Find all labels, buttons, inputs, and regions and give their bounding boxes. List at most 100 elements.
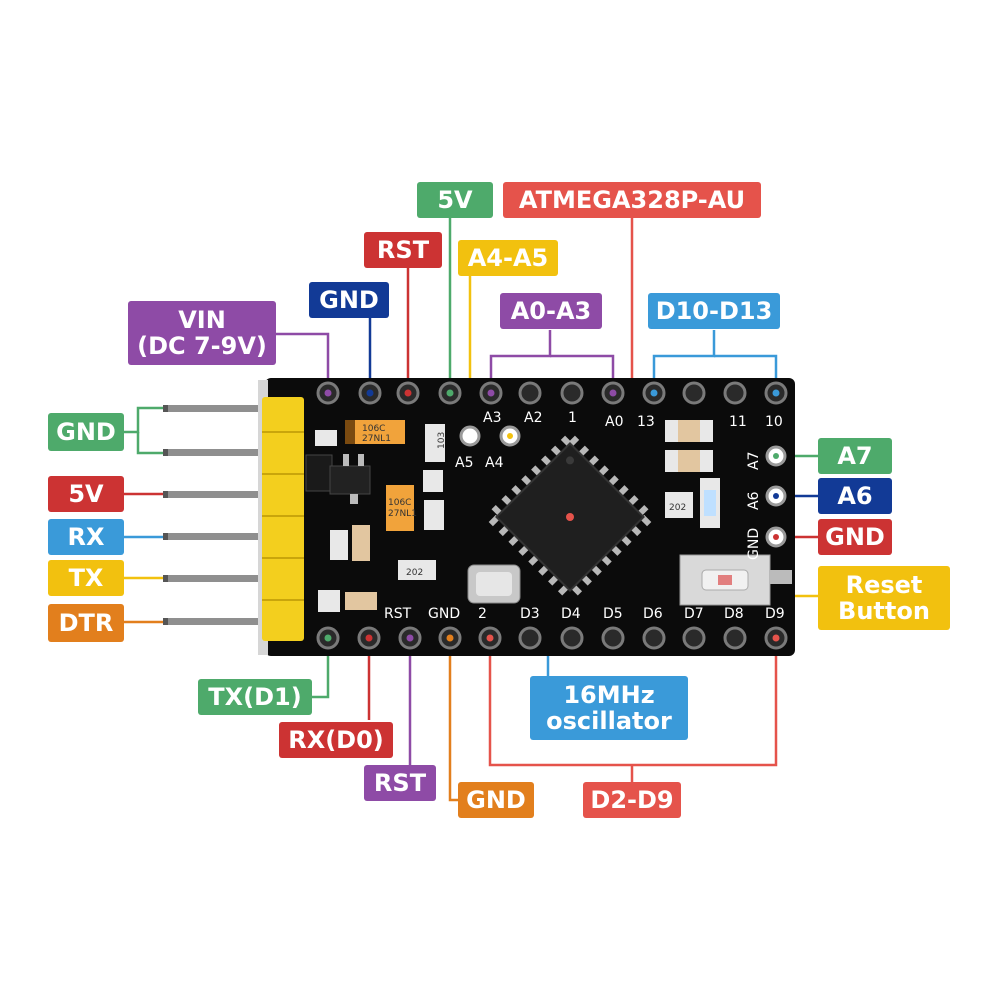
header-wires: [163, 405, 273, 625]
label-reset-line2: Button: [838, 597, 930, 625]
silk-10: 10: [765, 414, 783, 430]
crystal-top: [476, 572, 512, 596]
dot-d9: [772, 634, 780, 642]
smd-cap-f: [318, 590, 340, 612]
smd-cap-c: [424, 500, 444, 530]
pin-d5: [601, 626, 625, 650]
chip-pin1-dot: [566, 456, 574, 465]
dot-a4: [507, 433, 513, 439]
wire-tip-4: [163, 533, 168, 540]
label-atmega328p: ATMEGA328P-AU: [503, 182, 761, 218]
dot-13: [650, 389, 658, 397]
pads: [459, 425, 787, 548]
silk-d9: D9: [765, 606, 785, 622]
silk-d5: D5: [603, 606, 623, 622]
silk-13: 13: [637, 414, 655, 430]
label-osc-line2: oscillator: [546, 707, 672, 735]
cap1-mark-a: 106C: [362, 424, 385, 434]
line-left-gnd-a: [124, 406, 170, 434]
dot-gnd-right: [773, 534, 779, 540]
smd-cap-e: [352, 525, 370, 561]
silk-d6: D6: [643, 606, 663, 622]
silk-1: 1: [568, 410, 577, 426]
smd-cap-a: [315, 430, 337, 446]
silkscreen-labels: A3 A2 1 A0 13 11 10 A5 A4 A7 A6 GND RST …: [384, 410, 785, 622]
label-left-tx: TX: [48, 560, 124, 596]
smd-cap-b: [423, 470, 443, 492]
pin-a2: [518, 381, 542, 405]
smd-cap-d: [330, 530, 348, 560]
sot-leg-1: [343, 454, 349, 466]
yellow-header: [262, 397, 304, 641]
silk-d7: D7: [684, 606, 704, 622]
silk-11: 11: [729, 414, 747, 430]
wire-3: [163, 491, 273, 498]
smd-components: 106C 27NL1 106C 27NL1 103 202 202: [305, 420, 792, 612]
label-osc-line1: 16MHz: [563, 680, 655, 709]
dot-d2: [486, 634, 494, 642]
header-body: [262, 397, 304, 641]
dot-gnd-bottom: [446, 634, 454, 642]
label-reset-line1: Reset: [845, 570, 923, 599]
pin-d6: [642, 626, 666, 650]
line-tx-d1: [312, 640, 330, 699]
cap2-mark-a: 106C: [388, 498, 411, 508]
silk-a0: A0: [605, 414, 623, 430]
label-right-a7: A7: [818, 438, 892, 474]
regulator: [305, 454, 333, 492]
silk-gnd-right: GND: [746, 528, 762, 560]
silk-a4: A4: [485, 455, 504, 471]
smd-cap-g: [345, 592, 377, 610]
dot-d0: [365, 634, 373, 642]
label-oscillator: 16MHz oscillator: [530, 676, 688, 740]
tantalum-cap-1-band: [345, 420, 355, 444]
dot-a6: [773, 493, 779, 499]
cap1-mark-b: 27NL1: [362, 434, 391, 444]
pin-d4: [560, 626, 584, 650]
wire-5: [163, 575, 273, 582]
silk-a7: A7: [746, 452, 762, 470]
dot-5v-top: [446, 389, 454, 397]
smd-res-r2-body: [678, 450, 700, 472]
wire-2: [163, 449, 273, 456]
pin-11: [723, 381, 747, 405]
smd-res-r1-body: [678, 420, 700, 442]
label-vin: VIN (DC 7-9V): [128, 301, 276, 365]
wire-tip-5: [163, 575, 168, 582]
pin-12: [682, 381, 706, 405]
wire-tip-1: [163, 405, 168, 412]
dot-vin: [324, 389, 332, 397]
pin-d7: [682, 626, 706, 650]
silk-2: 2: [478, 606, 487, 622]
led-lens: [704, 490, 716, 516]
dot-rst-top: [404, 389, 412, 397]
res-103-mark: 103: [437, 432, 447, 449]
pin-d3: [518, 626, 542, 650]
label-rx-d0: RX(D0): [279, 722, 393, 758]
label-a4-a5: A4-A5: [458, 240, 558, 276]
silk-d8: D8: [724, 606, 744, 622]
pin-dots: [324, 389, 780, 642]
pad-a5: [459, 425, 481, 447]
reset-button-plunger[interactable]: [718, 575, 732, 585]
label-reset-button: Reset Button: [818, 566, 950, 630]
cap2-mark-b: 27NL1: [388, 509, 417, 519]
pin-a1: [560, 381, 584, 405]
dot-a7: [773, 453, 779, 459]
reset-button-tab: [770, 570, 792, 584]
res-202a-mark: 202: [406, 568, 423, 578]
label-top-gnd: GND: [309, 282, 389, 318]
label-left-5v: 5V: [48, 476, 124, 512]
dot-gnd-top: [366, 389, 374, 397]
sot-leg-3: [350, 494, 358, 504]
label-vin-line1: VIN: [178, 305, 226, 334]
label-bottom-rst: RST: [364, 765, 436, 801]
sot-chip: [329, 465, 371, 495]
pin-d8: [723, 626, 747, 650]
silk-a5: A5: [455, 455, 473, 471]
line-vin: [276, 332, 330, 393]
silk-a2: A2: [524, 410, 542, 426]
dot-a3: [487, 389, 495, 397]
label-right-gnd: GND: [818, 519, 892, 555]
